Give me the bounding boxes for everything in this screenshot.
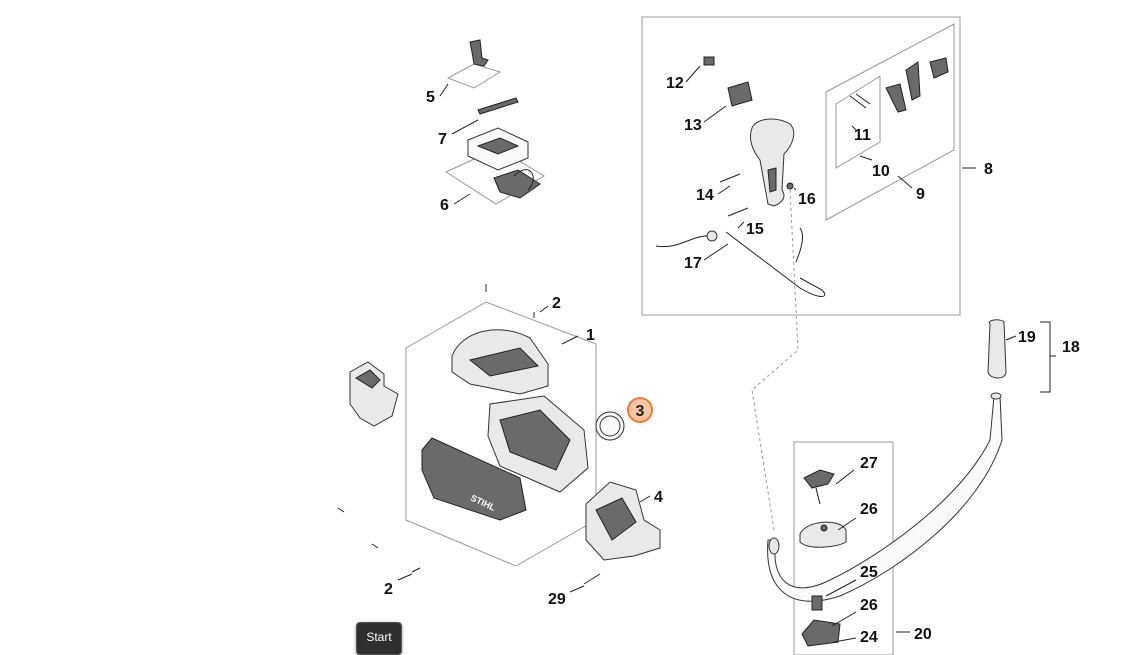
callout-9: 9: [916, 186, 925, 203]
housing-cover-part: [451, 329, 549, 395]
pin-part-14: [719, 173, 741, 183]
callout-25: 25: [860, 564, 878, 581]
handlebar-grip-part: [987, 319, 1007, 379]
callout-20: 20: [914, 626, 932, 643]
screw-part-15: [727, 207, 749, 217]
callout-1: 1: [586, 327, 595, 344]
callout-10: 10: [872, 163, 890, 180]
callout-6: 6: [440, 197, 449, 214]
cable-part-17: [655, 227, 826, 297]
housing-shell-part: STIHL: [421, 437, 527, 521]
callout-11: 11: [854, 127, 871, 144]
spring-strip-part: [477, 97, 519, 115]
switch-lever-part: [446, 39, 502, 89]
callout-5: 5: [426, 89, 435, 106]
screw-part-29: [583, 573, 601, 585]
assembly-dash-line: [751, 189, 799, 531]
clamp-group-frame: [793, 441, 894, 655]
side-cover-part: [349, 361, 399, 427]
callout-2-bottom: 2: [384, 581, 393, 598]
trigger-subgroup-frame: [835, 75, 881, 169]
switch-part-13: [727, 81, 753, 107]
clamp-parts: [799, 469, 847, 647]
callout-3: 3: [636, 403, 645, 420]
callout-26-lower: 26: [860, 597, 878, 614]
callout-18: 18: [1062, 339, 1080, 356]
highlighted-callout-3[interactable]: 3: [627, 397, 653, 423]
callout-14: 14: [696, 187, 714, 204]
start-button[interactable]: Start: [356, 622, 402, 655]
leader-lines: [397, 65, 1056, 643]
handle-assembly-frame: [641, 16, 961, 316]
housing-base-part: [487, 395, 589, 493]
callout-2-top: 2: [552, 295, 561, 312]
callout-24: 24: [860, 629, 878, 646]
callout-12: 12: [666, 75, 684, 92]
trigger-group-frame: [825, 23, 955, 221]
callout-4: 4: [654, 489, 663, 506]
handle-grip-part: [749, 118, 795, 207]
nut-part-16: [786, 182, 794, 190]
callout-8: 8: [984, 161, 993, 178]
screw-parts-2: [337, 284, 535, 573]
callout-17: 17: [684, 255, 702, 272]
callout-19: 19: [1018, 329, 1036, 346]
callout-13: 13: [684, 117, 702, 134]
callout-26-upper: 26: [860, 501, 878, 518]
callout-16: 16: [798, 191, 816, 208]
callout-27: 27: [860, 455, 878, 472]
gasket-inner: [599, 415, 621, 437]
callout-29: 29: [548, 591, 566, 608]
screw-part-12: [703, 56, 715, 66]
callout-15: 15: [746, 221, 764, 238]
trigger-parts: [849, 57, 949, 113]
motor-part: [585, 481, 661, 561]
switch-module-part: [444, 127, 545, 205]
handlebar-part: [767, 319, 1007, 602]
callout-7: 7: [438, 131, 447, 148]
